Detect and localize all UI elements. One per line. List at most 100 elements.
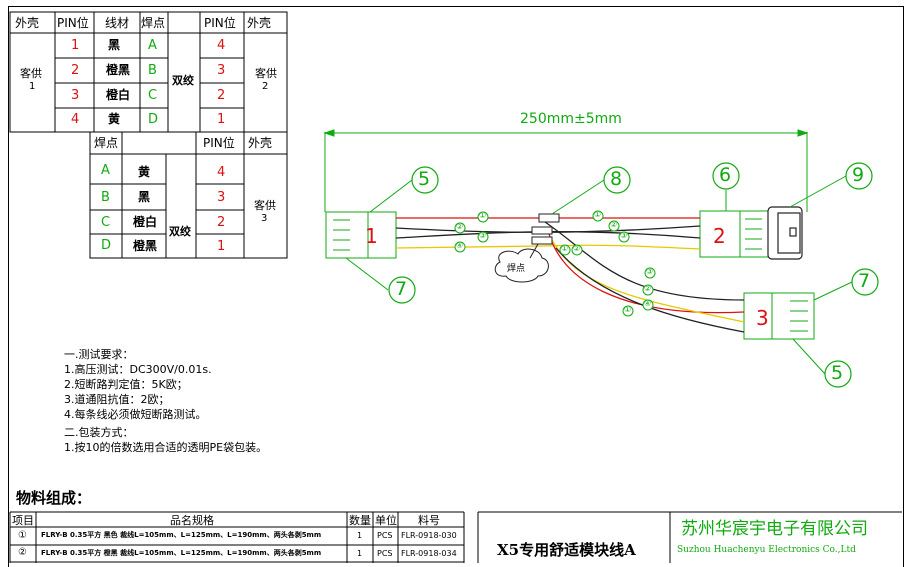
t2-h-pad: 焊点 [94, 136, 119, 150]
t1-r1-pin: 2 [71, 63, 80, 78]
t2-r2-wire: 橙白 [133, 215, 158, 229]
req-line-1: 1.高压测试：DC300V/0.01s. [64, 363, 212, 376]
connector-2-label: 2 [713, 224, 726, 248]
t2-shell: 客供 [254, 199, 276, 212]
t2-h-shell: 外壳 [248, 136, 273, 150]
wire-mark: ③ [646, 267, 654, 276]
wire-mark: ② [456, 222, 464, 231]
connector-3-body [771, 292, 815, 340]
bom-r1-spec: FLRY-B 0.35平方 橙黑 裁线L=105mm、L=125mm、L=190… [41, 549, 322, 557]
t1-h-shell: 外壳 [15, 16, 40, 30]
balloon-8-text: 8 [610, 168, 623, 190]
company-name-cn: 苏州华宸宇电子有限公司 [681, 519, 868, 539]
t2-r2-pad: C [101, 215, 111, 230]
wire-mark: ④ [644, 299, 652, 308]
drawing-frame [8, 6, 904, 567]
bom-h-qty: 数量 [349, 514, 371, 527]
t1-h-pin: PIN位 [57, 16, 89, 30]
balloon-9-text: 9 [852, 164, 865, 186]
bom-r0-pn: FLR-0918-030 [401, 531, 457, 540]
balloon-5-text: 5 [418, 168, 431, 190]
t1-r2-pad: C [148, 88, 158, 103]
dimension-label: 250mm±5mm [520, 111, 622, 127]
bom-h-item: 项目 [12, 514, 34, 527]
t2-twist: 双绞 [169, 225, 191, 238]
wire-mark: ① [479, 211, 487, 220]
company-name-en: Suzhou Huachenyu Electronics Co.,Ltd [677, 545, 856, 555]
bom-r0-unit: PCS [377, 531, 393, 540]
balloon-6 [712, 162, 740, 190]
connector-1-body [325, 211, 369, 259]
bom-r1-unit: PCS [377, 549, 393, 558]
t2-r1-pad: B [101, 190, 110, 205]
req-line-6: 1.按10的倍数选用合适的透明PE袋包装。 [64, 441, 268, 454]
t1-r2-pinr: 2 [217, 88, 226, 103]
balloon-7 [388, 276, 416, 304]
t1-r2-wire: 橙白 [106, 88, 131, 102]
t2-r3-pin: 1 [217, 239, 226, 254]
t1-r3-wire: 黄 [108, 112, 121, 126]
req-line-4: 4.每条线必须做短断路测试。 [64, 408, 207, 421]
req-line-3: 3.道通阻抗值：2欧； [64, 393, 170, 406]
wire-mark: ③ [479, 231, 487, 240]
t1-left-shell-num: 1 [29, 81, 36, 92]
wire-mark: ① [561, 244, 569, 253]
bom-r1-pn: FLR-0918-034 [401, 549, 457, 558]
t1-right-shell: 客供 [255, 67, 277, 80]
t2-r0-wire: 黄 [138, 165, 151, 179]
t1-r0-pin: 1 [71, 38, 80, 53]
t2-r0-pad: A [101, 163, 110, 178]
t1-r3-pad: D [148, 112, 159, 127]
t1-h-pad: 焊点 [141, 16, 166, 30]
t1-r0-pinr: 4 [217, 38, 226, 53]
wire-mark: ② [610, 220, 618, 229]
balloon-7b-text: 7 [858, 270, 871, 292]
wire-mark: ③ [620, 231, 628, 240]
wire-mark: ① [624, 305, 632, 314]
bom-h-spec: 品名规格 [170, 514, 214, 527]
balloon-5b-text: 5 [831, 362, 844, 384]
t1-r1-wire: 橙黑 [106, 63, 131, 77]
balloon-9 [845, 162, 873, 190]
bom-r1-item: ② [18, 547, 27, 558]
t2-shell-num: 3 [261, 213, 268, 224]
balloon-7b [851, 268, 879, 296]
t1-r3-pin: 4 [71, 112, 80, 127]
bom-h-pn: 料号 [418, 514, 440, 527]
balloon-7-text: 7 [395, 278, 408, 300]
t1-r0-pad: A [148, 38, 157, 53]
balloon-8 [603, 166, 631, 194]
bom-r0-spec: FLRY-B 0.35平方 黑色 裁线L=105mm、L=125mm、L=190… [41, 531, 322, 539]
product-title: X5专用舒适模块线A [497, 541, 636, 559]
bom-h-unit: 单位 [375, 514, 397, 527]
balloon-6-text: 6 [719, 164, 732, 186]
t2-r1-pin: 3 [217, 190, 226, 205]
bom-r1-qty: 1 [357, 549, 363, 558]
wire-mark: ① [594, 210, 602, 219]
t1-r1-pinr: 3 [217, 63, 226, 78]
t1-h-wire: 线材 [105, 16, 130, 30]
t2-r2-pin: 2 [217, 215, 226, 230]
req-line-2: 2.短断路判定值：5K欧； [64, 378, 188, 391]
t1-h-shell-r: 外壳 [247, 16, 272, 30]
t1-r2-pin: 3 [71, 88, 80, 103]
wire-mark: ④ [456, 241, 464, 250]
bom-r0-qty: 1 [357, 531, 363, 540]
balloon-5 [411, 166, 439, 194]
t1-r0-wire: 黑 [108, 38, 121, 52]
t2-r3-wire: 橙黑 [133, 239, 158, 253]
bom-title: 物料组成： [16, 489, 92, 507]
t1-r3-pinr: 1 [217, 112, 226, 127]
req-line-0: 一.测试要求： [64, 348, 134, 361]
t2-h-pin: PIN位 [203, 136, 235, 150]
t1-h-pin-r: PIN位 [204, 16, 236, 30]
wire-mark: ② [573, 244, 581, 253]
connector-3-label: 3 [756, 306, 769, 330]
wire-mark: ② [644, 284, 652, 293]
t1-left-shell: 客供 [20, 67, 42, 80]
bom-r0-item: ① [18, 530, 27, 541]
t2-r3-pad: D [101, 238, 112, 253]
solder-label: 焊点 [507, 264, 526, 274]
